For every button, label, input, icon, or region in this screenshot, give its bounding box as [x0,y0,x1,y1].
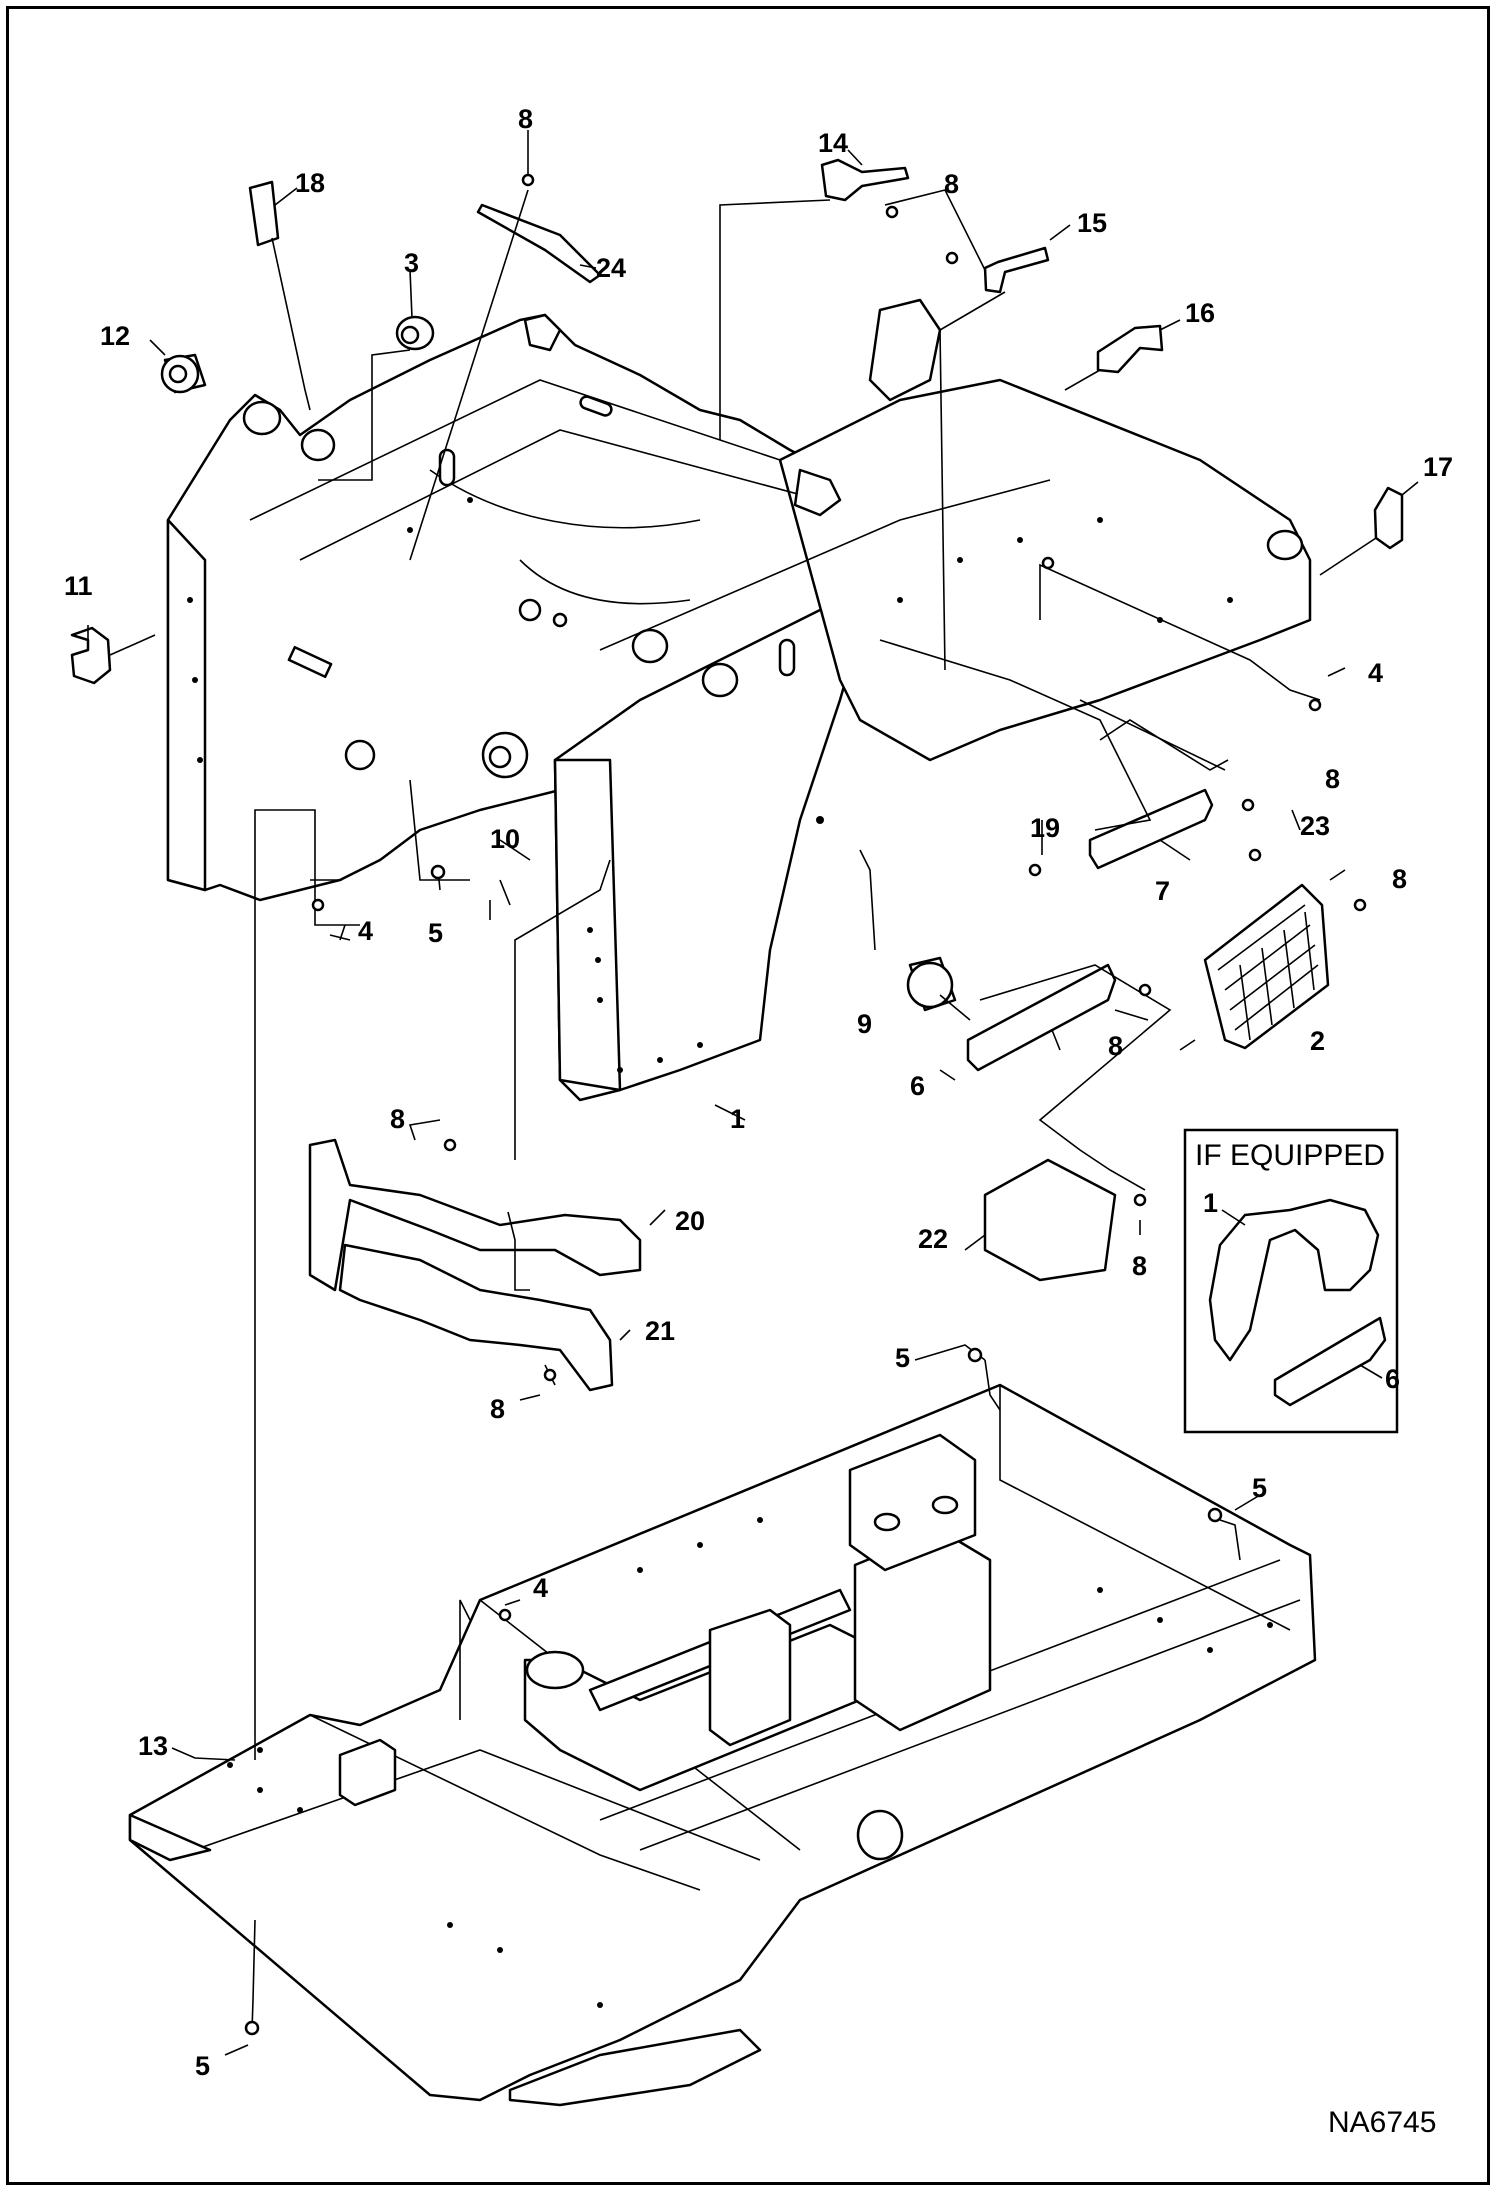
callout-8: 8 [518,104,533,134]
callout-16: 16 [1185,298,1215,328]
inset-title: IF EQUIPPED [1195,1139,1385,1172]
callout-20: 20 [675,1206,705,1236]
callout-4: 4 [1368,658,1383,688]
inset-callout-1: 1 [1203,1188,1218,1218]
bracket-16 [1096,324,1164,374]
callout-9: 9 [857,1009,872,1039]
grille-2 [1203,883,1330,1050]
callout-19: 19 [1030,813,1060,843]
shield-7 [1088,788,1214,870]
decal-plate-18 [248,180,280,247]
callout-23: 23 [1300,811,1330,841]
callout-15: 15 [1077,208,1107,238]
fasteners [244,173,1367,2036]
callout-8: 8 [944,169,959,199]
callout-8: 8 [1392,864,1407,894]
callout-2: 2 [1310,1026,1325,1056]
callout-5: 5 [195,2051,210,2081]
callout-17: 17 [1423,452,1453,482]
callout-5: 5 [428,918,443,948]
inset-box: IF EQUIPPED 1 6 [1183,1128,1400,1434]
callout-5: 5 [895,1343,910,1373]
inset-callout-6: 6 [1385,1364,1400,1394]
drawing-number: NA6745 [1328,2106,1436,2139]
callout-8: 8 [1132,1251,1147,1281]
callout-labels: 8 18 3 12 24 14 8 15 16 17 11 4 8 23 19 … [64,104,1453,2081]
bushing-12 [160,353,207,394]
callout-13: 13 [138,1731,168,1761]
callout-7: 7 [1155,876,1170,906]
callout-24: 24 [596,253,626,283]
callout-22: 22 [918,1224,948,1254]
callout-4: 4 [358,916,373,946]
main-frame-part [166,298,1312,1102]
bracket-14 [820,158,910,202]
callout-8: 8 [1108,1031,1123,1061]
strip-24 [476,203,602,284]
callout-8: 8 [390,1104,405,1134]
callout-5: 5 [1252,1473,1267,1503]
callout-21: 21 [645,1316,675,1346]
clip-17 [1373,486,1404,550]
cover-22 [983,1158,1117,1282]
callout-11: 11 [64,571,93,601]
callout-8: 8 [490,1394,505,1424]
bushing-3 [395,315,435,351]
callout-3: 3 [404,248,419,278]
lower-chassis-part [128,1383,1317,2107]
bracket-15 [983,246,1050,294]
leader-lines [87,130,1419,2056]
guard-21 [338,1243,614,1392]
callout-10: 10 [490,824,520,854]
guard-20 [308,1138,642,1292]
callout-8: 8 [1325,764,1340,794]
bushing-10 [481,731,529,779]
callout-14: 14 [818,128,848,158]
callout-18: 18 [295,168,325,198]
clip-bracket-11 [70,626,112,685]
callout-1: 1 [730,1104,745,1134]
callout-12: 12 [100,321,130,351]
shield-6 [966,963,1117,1072]
callout-4: 4 [533,1573,548,1603]
callout-6: 6 [910,1071,925,1101]
